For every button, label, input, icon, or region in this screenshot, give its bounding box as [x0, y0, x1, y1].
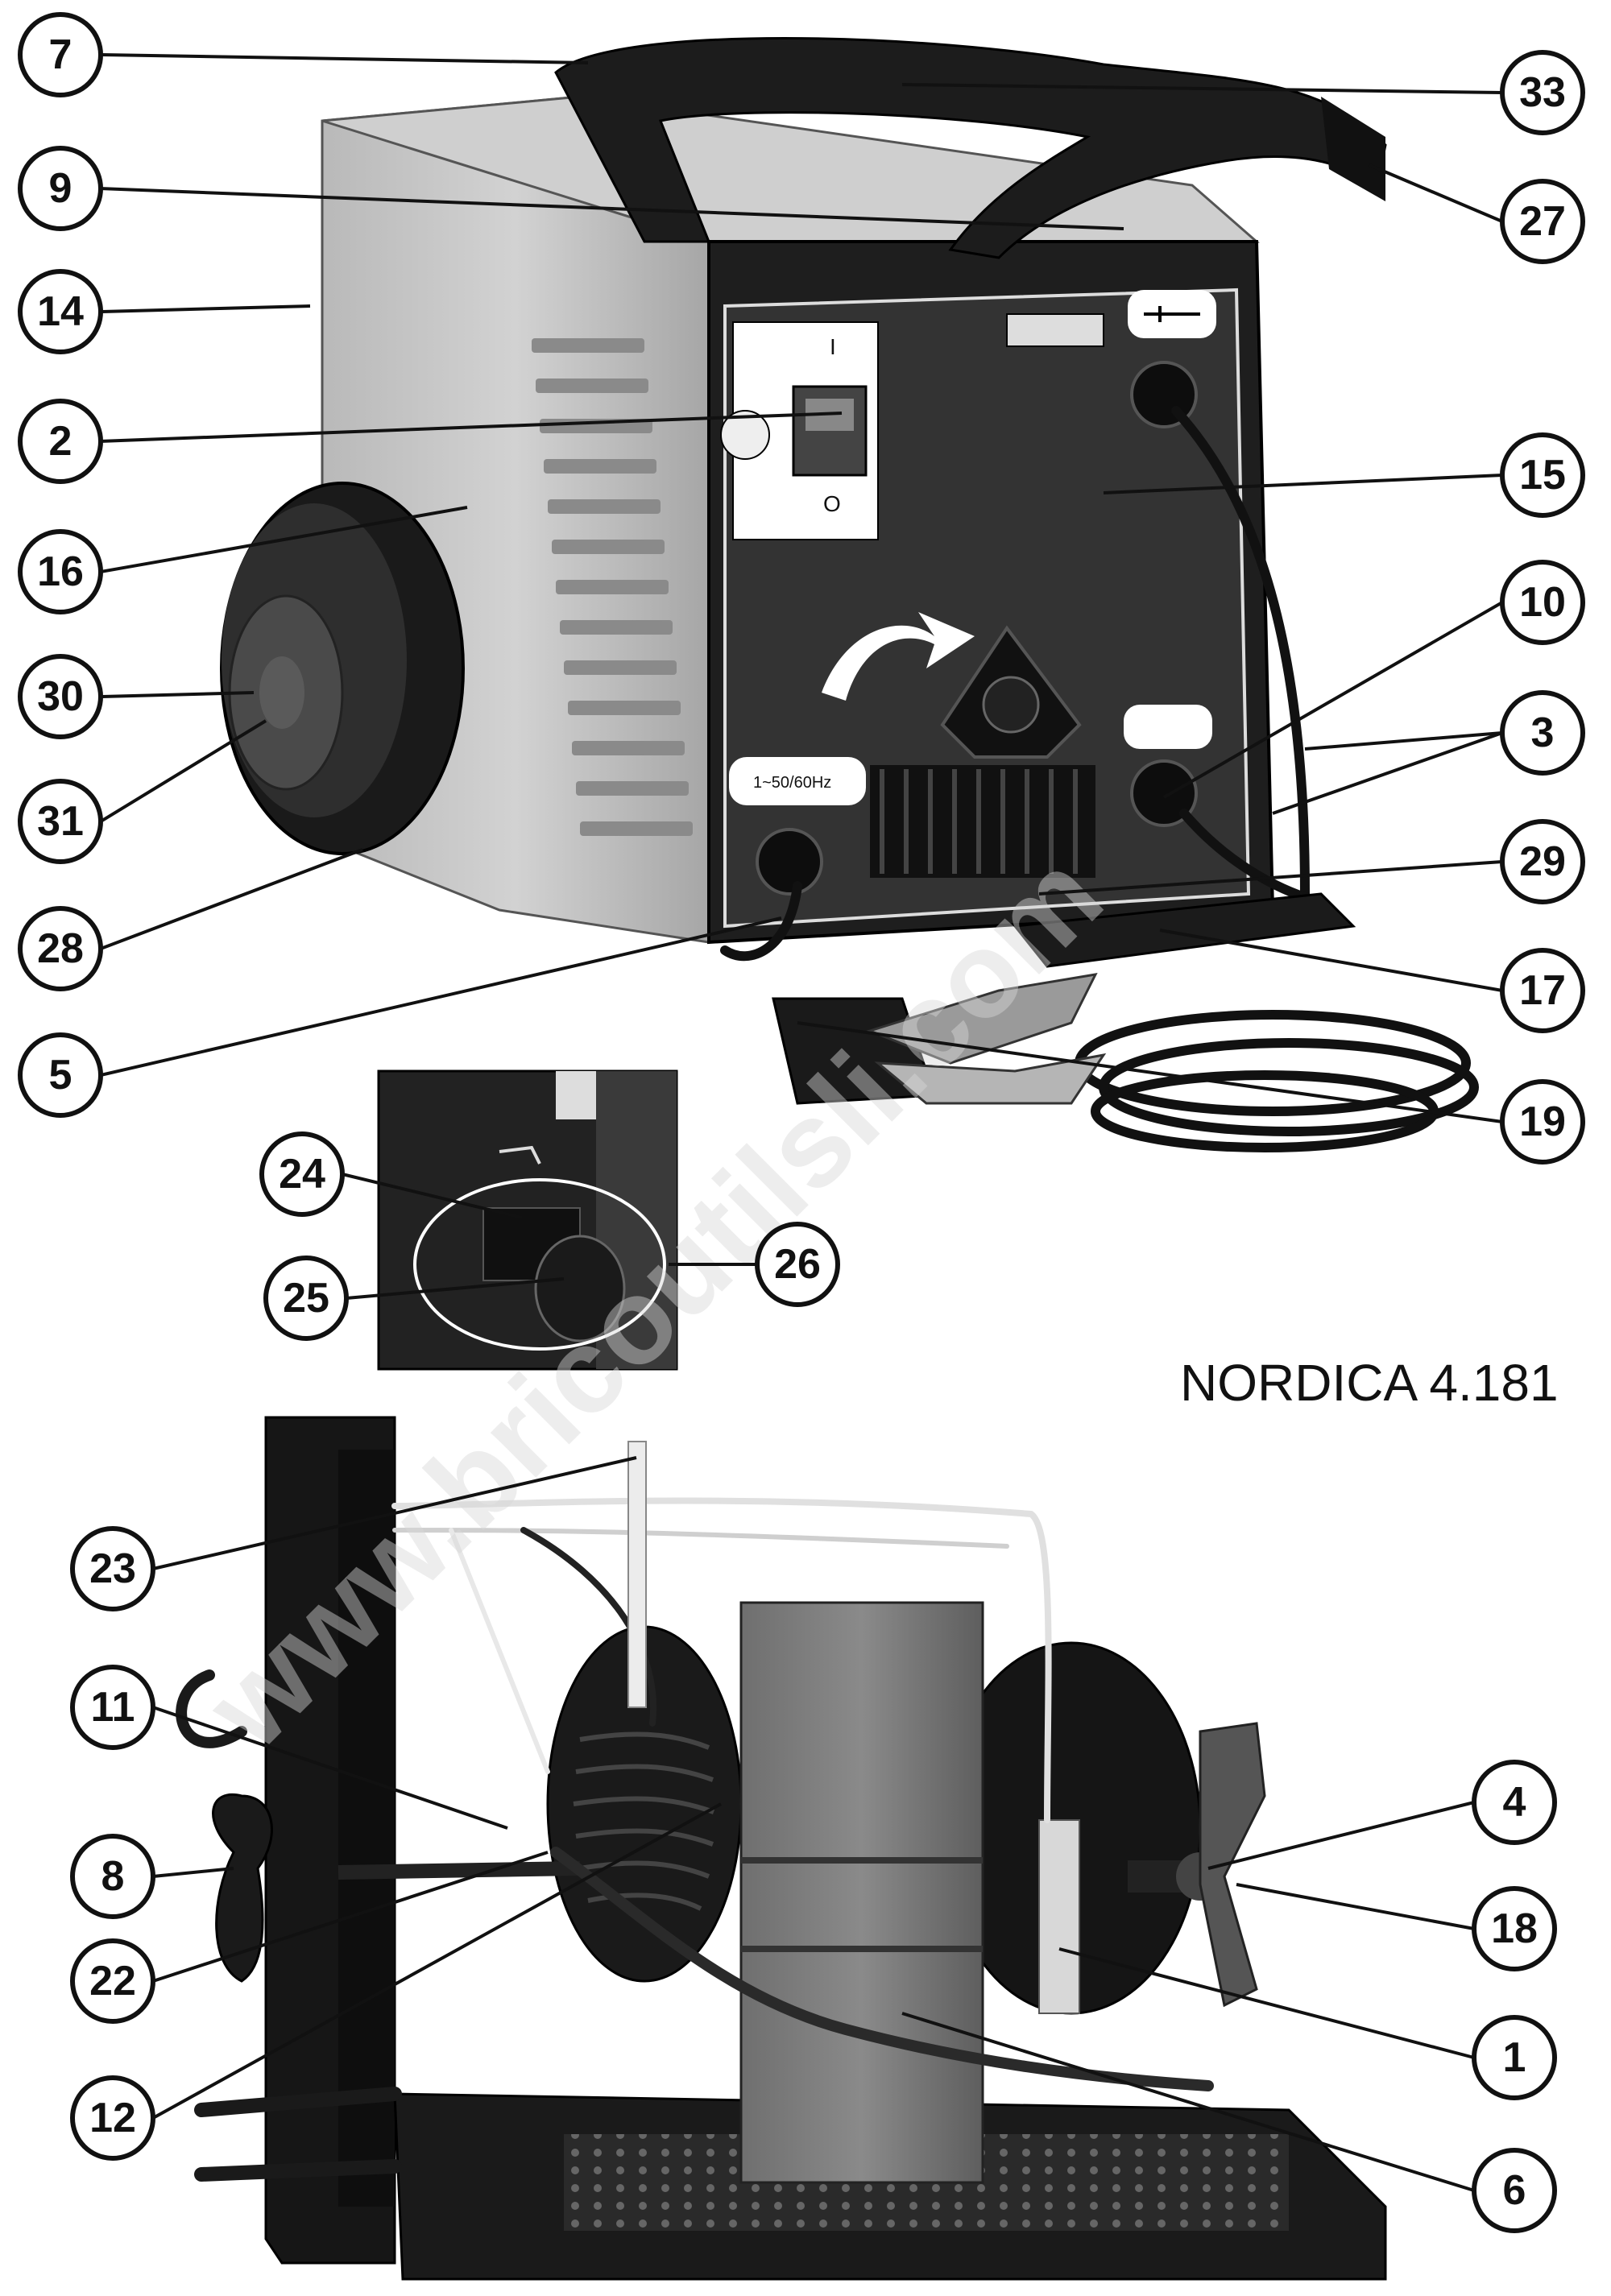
leader-lines: [99, 53, 1503, 2192]
electrode-holder: [1013, 892, 1356, 968]
callout-19: 19: [1500, 1079, 1585, 1165]
switch-off-label: O: [823, 491, 841, 516]
callout-16: 16: [18, 529, 103, 614]
fine-adjust-knob[interactable]: [534, 1235, 626, 1342]
carry-handle: [554, 37, 1387, 259]
svg-text:23: 23: [89, 1545, 136, 1592]
wheel: [220, 482, 465, 855]
coil-windings: [573, 1731, 715, 1911]
svg-text:18: 18: [1491, 1905, 1538, 1952]
output-socket-bottom: [1130, 759, 1198, 827]
callout-11: 11: [70, 1665, 155, 1750]
detail-ellipse: [413, 1178, 666, 1351]
callout-23: 23: [70, 1526, 155, 1611]
frequency-label: 1~50/60Hz: [753, 774, 831, 792]
thermal-indicator: [720, 410, 770, 460]
callout-18: 18: [1472, 1886, 1557, 1971]
svg-text:33: 33: [1519, 69, 1566, 116]
internal-wiring: [176, 1497, 1214, 2182]
cable-tie: [627, 1441, 647, 1708]
svg-text:26: 26: [774, 1241, 821, 1288]
svg-text:29: 29: [1519, 838, 1566, 885]
callouts: 7 9 14 2 16 30 31 28 5 33 27 15 10 3 29 …: [18, 12, 1585, 2233]
callout-28: 28: [18, 906, 103, 991]
callout-8: 8: [70, 1834, 155, 1919]
callout-22: 22: [70, 1938, 155, 2024]
shunt-spindle: [338, 1861, 581, 1880]
svg-text:9: 9: [49, 165, 72, 212]
svg-text:1: 1: [1503, 2034, 1526, 2081]
svg-text:27: 27: [1519, 198, 1566, 245]
internal-adjust-knob[interactable]: [212, 1793, 273, 1983]
callout-26: 26: [755, 1222, 840, 1307]
callout-17: 17: [1500, 948, 1585, 1033]
svg-text:28: 28: [37, 925, 84, 972]
electrode-holder-rest: [1321, 97, 1385, 201]
adjust-arrow: [822, 612, 975, 701]
svg-text:12: 12: [89, 2095, 136, 2141]
callout-2: 2: [18, 399, 103, 484]
frequency-plate: [729, 757, 866, 805]
mains-cable-socket: [756, 828, 823, 896]
knob-detail-inset: [377, 1069, 678, 1371]
callout-27: 27: [1500, 179, 1585, 264]
callout-24: 24: [259, 1131, 345, 1217]
internal-view: [176, 1416, 1387, 2281]
svg-text:24: 24: [279, 1151, 325, 1198]
grille-bars: [880, 769, 1078, 874]
callout-12: 12: [70, 2075, 155, 2161]
callout-9: 9: [18, 146, 103, 231]
switch-on-label: I: [830, 334, 836, 359]
svg-text:5: 5: [49, 1052, 72, 1098]
svg-text:22: 22: [89, 1958, 136, 2004]
svg-text:16: 16: [37, 548, 84, 595]
callout-10: 10: [1500, 560, 1585, 645]
callout-14: 14: [18, 269, 103, 354]
ground-symbol-plate: [1124, 705, 1212, 749]
side-vents: [532, 338, 693, 836]
callout-1: 1: [1472, 2015, 1557, 2100]
welder-exterior: I O 1~50/60Hz: [220, 37, 1479, 1152]
callout-15: 15: [1500, 432, 1585, 518]
transformer-core: [739, 1601, 984, 2184]
svg-text:25: 25: [283, 1275, 329, 1322]
callout-31: 31: [18, 779, 103, 864]
svg-text:3: 3: [1531, 709, 1555, 756]
callout-4: 4: [1472, 1760, 1557, 1845]
callout-33: 33: [1500, 50, 1585, 135]
svg-text:8: 8: [101, 1853, 125, 1900]
callout-5: 5: [18, 1032, 103, 1118]
svg-text:31: 31: [37, 798, 84, 845]
thermal-protector: [1038, 1819, 1080, 2014]
svg-text:17: 17: [1519, 967, 1566, 1014]
callout-29: 29: [1500, 819, 1585, 904]
callout-25: 25: [263, 1256, 349, 1341]
svg-text:14: 14: [37, 288, 84, 335]
svg-text:11: 11: [91, 1684, 135, 1731]
callout-7: 7: [18, 12, 103, 97]
svg-text:15: 15: [1519, 452, 1566, 499]
svg-text:19: 19: [1519, 1098, 1566, 1145]
model-label: NORDICA 4.181: [1180, 1354, 1559, 1412]
svg-text:4: 4: [1503, 1779, 1526, 1826]
svg-text:10: 10: [1519, 579, 1566, 626]
svg-text:30: 30: [37, 673, 84, 720]
svg-text:2: 2: [49, 418, 72, 465]
callout-3: 3: [1500, 690, 1585, 776]
callout-6: 6: [1472, 2148, 1557, 2233]
rating-plate: [1006, 313, 1104, 347]
svg-text:7: 7: [49, 31, 72, 78]
cooling-fan: [1128, 1722, 1266, 2008]
callout-30: 30: [18, 654, 103, 739]
svg-text:6: 6: [1503, 2167, 1526, 2214]
